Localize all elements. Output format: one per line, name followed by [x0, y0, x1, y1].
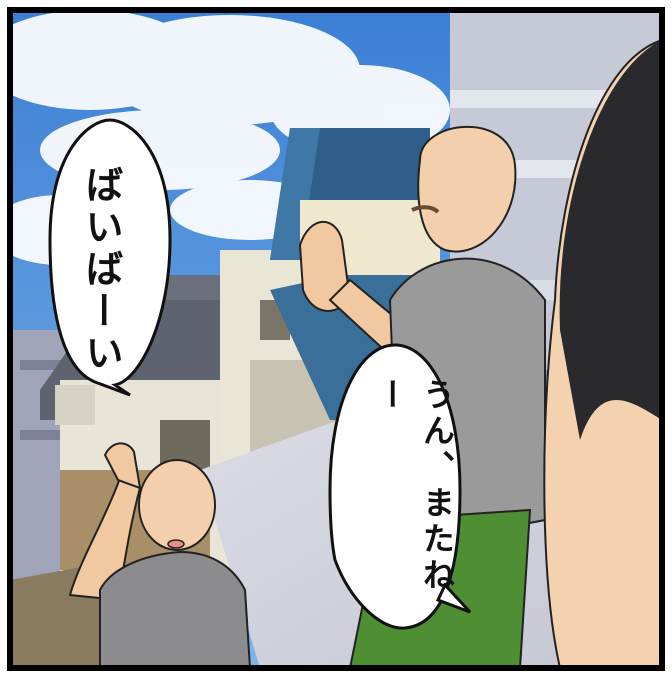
panel-border [7, 7, 665, 671]
speech-bubble-left [48, 118, 172, 397]
speech-text-right: うん、またねー [372, 378, 456, 594]
speech-text-left: ばいばーい [79, 165, 123, 375]
child-character [68, 442, 252, 669]
foreground-character [543, 38, 663, 669]
speech-bubble-right [328, 343, 472, 630]
